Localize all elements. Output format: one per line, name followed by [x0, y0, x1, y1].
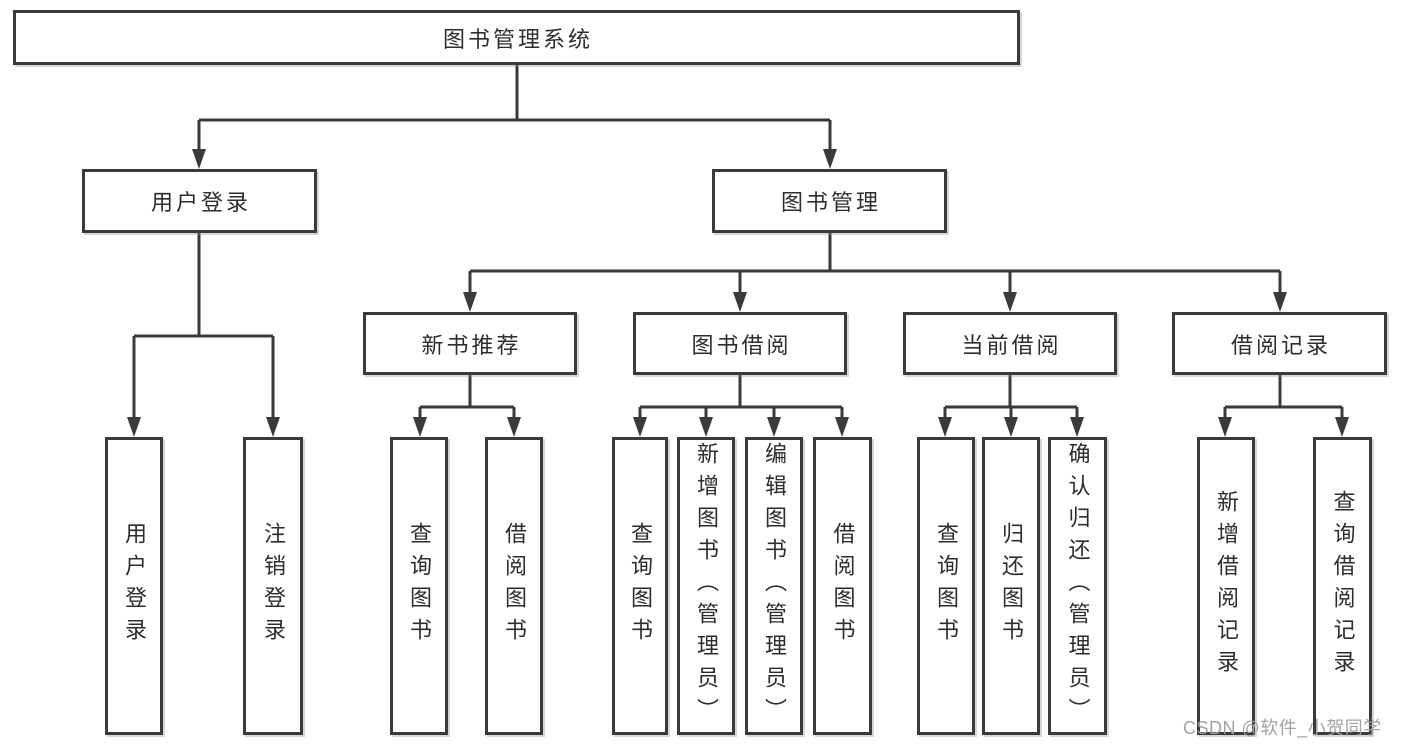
connector-user-login-to-leaves — [132, 233, 275, 422]
node-new-book-recommend: 新书推荐 — [363, 312, 577, 375]
connector-root-to-level2 — [197, 65, 832, 155]
leaf-br-query-record: 查询借阅记录 — [1313, 437, 1372, 735]
leaf-br-add-record: 新增借阅记录 — [1197, 437, 1255, 735]
csdn-watermark: CSDN @软件_小贺同学 — [1183, 718, 1382, 738]
leaf-user-login: 用户登录 — [105, 437, 163, 735]
leaf-label: 查询借阅记录 — [1330, 490, 1356, 682]
arrowhead-icons — [127, 149, 1349, 437]
leaf-bb-edit-books-admin: 编辑图书（管理员） — [745, 437, 803, 735]
node-book-management: 图书管理 — [712, 169, 947, 233]
connector-borrow-records-to-leaves — [1223, 375, 1344, 422]
leaf-cb-query-books: 查询图书 — [917, 437, 975, 735]
connector-book-mgmt-to-level3 — [468, 233, 1282, 297]
leaf-label: 借阅图书 — [502, 522, 527, 650]
leaf-label: 查询图书 — [628, 522, 653, 650]
leaf-nbr-query-books: 查询图书 — [390, 437, 448, 735]
leaf-label: 新增借阅记录 — [1214, 490, 1239, 682]
leaf-label: 确认归还（管理员） — [1065, 442, 1091, 730]
leaf-bb-query-books: 查询图书 — [612, 437, 668, 735]
leaf-bb-add-books-admin: 新增图书（管理员） — [677, 437, 735, 735]
leaf-nbr-borrow-books: 借阅图书 — [485, 437, 543, 735]
node-library-management-system: 图书管理系统 — [13, 10, 1020, 65]
node-current-borrowing: 当前借阅 — [903, 312, 1117, 375]
leaf-label: 归还图书 — [999, 522, 1024, 650]
connector-new-book-rec-to-leaves — [418, 375, 516, 422]
leaf-label: 查询图书 — [934, 522, 959, 650]
leaf-label: 编辑图书（管理员） — [762, 442, 787, 730]
leaf-label: 查询图书 — [407, 522, 432, 650]
leaf-label: 借阅图书 — [830, 522, 856, 650]
node-user-login: 用户登录 — [82, 169, 317, 233]
connector-current-borrow-to-leaves — [943, 375, 1079, 422]
leaf-cb-confirm-return-admin: 确认归还（管理员） — [1048, 437, 1107, 735]
leaf-label: 注销登录 — [261, 522, 286, 650]
leaf-label: 用户登录 — [122, 522, 147, 650]
leaf-cb-return-books: 归还图书 — [982, 437, 1040, 735]
node-book-borrowing: 图书借阅 — [633, 312, 847, 375]
leaf-bb-borrow-books: 借阅图书 — [813, 437, 872, 735]
leaf-label: 新增图书（管理员） — [694, 442, 719, 730]
node-borrow-records: 借阅记录 — [1172, 312, 1387, 375]
leaf-logout: 注销登录 — [243, 437, 303, 735]
connector-book-borrow-to-leaves — [638, 375, 844, 422]
